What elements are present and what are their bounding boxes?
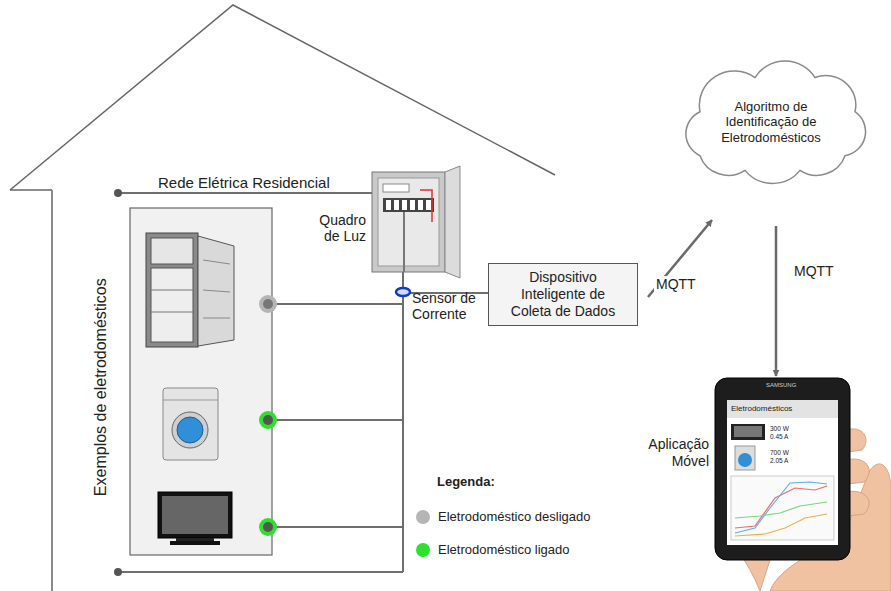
cloud-shape: Algoritmo de Identificação de Eletrodomé… [660,58,882,186]
process-box: Dispositivo Inteligente de Coleta de Dad… [488,263,638,326]
chart-line [735,482,827,533]
chart-line [735,502,827,518]
mqtt-arrow [648,220,712,297]
phone-body [715,378,850,560]
washer-thumb [738,453,752,467]
screen-text: 2.05 A [770,457,788,464]
status-dot [263,415,273,425]
status-dot [263,522,273,532]
wire-end [114,189,122,197]
legend-item: Eletrodoméstico ligado [415,541,615,559]
legend-text: Eletrodoméstico desligado [438,508,590,526]
tv-thumb [731,424,765,440]
washing-machine-icon [163,388,218,460]
legend-swatch [416,543,430,557]
phone-screen [727,400,838,545]
tv-icon [158,492,232,545]
appliance-panel [130,208,272,555]
edge-label: MQTT [654,276,698,292]
screen-text: 300 W [770,425,789,432]
screen-text: 700 W [770,449,789,456]
status-dot [263,299,273,309]
node-text: Dispositivo Inteligente de Coleta de Dad… [507,269,619,319]
current-sensor [396,288,410,296]
device-label: Aplicação Móvel [631,436,709,470]
screen-header [727,400,838,418]
screen-text: Eletrodomésticos [731,404,792,413]
annotation-label: Exemplos de eletrodomésticos [92,257,110,517]
annotation-label: Rede Elétrica Residencial [158,174,330,191]
legend-item: Eletrodoméstico desligado [415,508,615,526]
fridge-icon [146,233,234,347]
house-roof [10,5,555,190]
annotation-label: Quadro de Luz [300,212,366,244]
wire-end [114,568,122,576]
screen-text: SAMSUNG [766,382,796,389]
annotation-label: Legenda: [437,475,495,490]
washer-thumb [735,446,755,470]
annotation-label: Sensor de Corrente [412,290,484,322]
node-text: Algoritmo de Identificação de Eletrodomé… [702,99,840,146]
house-wall [10,189,52,191]
legend-text: Eletrodoméstico ligado [438,541,570,559]
chart-line [735,514,827,536]
tv-thumb [734,426,762,437]
house-wall [51,190,53,591]
mqtt-arrow [775,226,778,376]
legend-swatch [416,510,430,524]
edge-label: MQTT [792,263,836,279]
status-dot [259,411,277,429]
screen-text: 0.45 A [770,433,788,440]
screen-chart [731,476,834,540]
status-dot [259,295,277,313]
breaker-panel [372,166,460,278]
status-dot [259,518,277,536]
chart-line [735,486,827,528]
